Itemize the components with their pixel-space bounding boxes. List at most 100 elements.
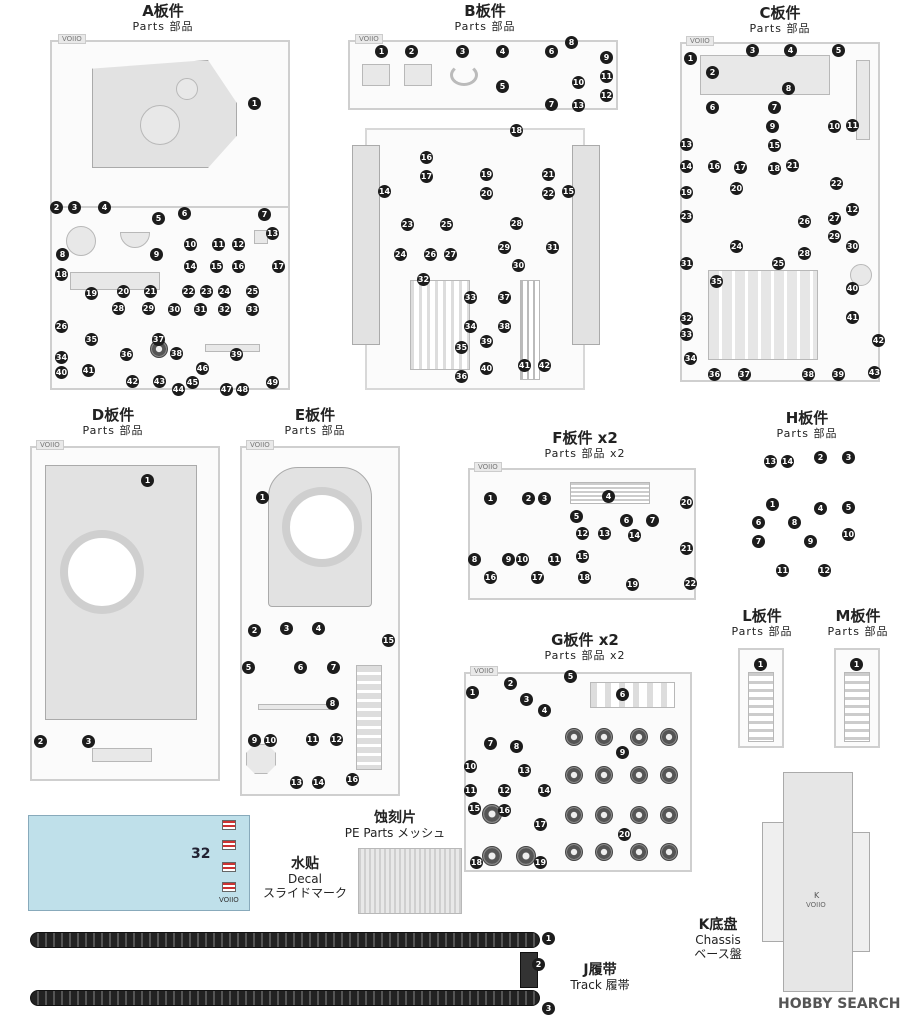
callout-number: 12 [846, 203, 859, 216]
callout-number: 18 [768, 162, 781, 175]
callout-number: 26 [55, 320, 68, 333]
callout-number: 12 [818, 564, 831, 577]
callout-number: 3 [68, 201, 81, 214]
road-wheel [660, 728, 678, 746]
callout-number: 25 [440, 218, 453, 231]
callout-number: 1 [754, 658, 767, 671]
sprue-a-wheel [66, 226, 96, 256]
callout-number: 16 [346, 773, 359, 786]
callout-number: 3 [520, 693, 533, 706]
callout-number: 29 [498, 241, 511, 254]
callout-number: 6 [620, 514, 633, 527]
callout-number: 7 [327, 661, 340, 674]
callout-number: 20 [618, 828, 631, 841]
callout-number: 45 [186, 376, 199, 389]
callout-number: 8 [56, 248, 69, 261]
callout-number: 4 [496, 45, 509, 58]
callout-number: 10 [264, 734, 277, 747]
callout-number: 7 [646, 514, 659, 527]
sprue-g-part-6 [590, 682, 675, 708]
callout-number: 14 [312, 776, 325, 789]
callout-number: 18 [510, 124, 523, 137]
callout-number: 7 [752, 535, 765, 548]
us-flag-icon [222, 882, 236, 892]
sprue-b-frame [348, 40, 618, 110]
callout-number: 19 [626, 578, 639, 591]
callout-number: 8 [565, 36, 578, 49]
callout-number: 41 [518, 359, 531, 372]
callout-number: 23 [200, 285, 213, 298]
callout-number: 21 [786, 159, 799, 172]
callout-number: 33 [246, 303, 259, 316]
sprue-b-part-3 [450, 64, 478, 86]
callout-number: 2 [504, 677, 517, 690]
callout-number: 21 [680, 542, 693, 555]
callout-number: 3 [280, 622, 293, 635]
chassis-base: K VOIIO [783, 772, 853, 992]
sprue-e-part-16 [356, 665, 382, 770]
callout-number: 25 [246, 285, 259, 298]
callout-number: 38 [802, 368, 815, 381]
decal-brand: VOIIO [219, 896, 239, 904]
callout-number: 37 [738, 368, 751, 381]
callout-number: 12 [498, 784, 511, 797]
callout-number: 10 [516, 553, 529, 566]
callout-number: 31 [194, 303, 207, 316]
sprue-f-tag: VOIIO [474, 462, 502, 472]
callout-number: 1 [766, 498, 779, 511]
callout-number: 2 [405, 45, 418, 58]
callout-number: 40 [846, 282, 859, 295]
callout-number: 28 [798, 247, 811, 260]
callout-number: 7 [545, 98, 558, 111]
callout-number: 16 [484, 571, 497, 584]
callout-number: 1 [466, 686, 479, 699]
road-wheel [630, 843, 648, 861]
us-flag-icon [222, 862, 236, 872]
callout-number: 7 [258, 208, 271, 221]
callout-number: 13 [266, 227, 279, 240]
callout-number: 8 [782, 82, 795, 95]
callout-number: 26 [798, 215, 811, 228]
callout-number: 1 [256, 491, 269, 504]
callout-number: 24 [218, 285, 231, 298]
callout-number: 37 [498, 291, 511, 304]
callout-number: 36 [708, 368, 721, 381]
callout-number: 14 [378, 185, 391, 198]
callout-number: 16 [420, 151, 433, 164]
callout-number: 13 [518, 764, 531, 777]
callout-number: 1 [248, 97, 261, 110]
callout-number: 35 [710, 275, 723, 288]
callout-number: 13 [572, 99, 585, 112]
callout-number: 24 [730, 240, 743, 253]
sprue-a-hatch-small [176, 78, 198, 100]
chassis-label: K底盘 Chassis ベース盤 [694, 917, 742, 961]
callout-number: 9 [804, 535, 817, 548]
sprue-b-rods [410, 280, 470, 370]
callout-number: 14 [781, 455, 794, 468]
callout-number: 3 [456, 45, 469, 58]
sprue-g-tag: VOIIO [470, 666, 498, 676]
sprue-a-row-parts [70, 272, 160, 290]
callout-number: 7 [484, 737, 497, 750]
callout-number: 19 [680, 186, 693, 199]
road-wheel [595, 766, 613, 784]
callout-number: 32 [218, 303, 231, 316]
chassis-side [852, 832, 870, 952]
callout-number: 47 [220, 383, 233, 396]
track-lower [30, 990, 540, 1006]
callout-number: 29 [828, 230, 841, 243]
callout-number: 30 [168, 303, 181, 316]
callout-number: 1 [141, 474, 154, 487]
callout-number: 1 [484, 492, 497, 505]
callout-number: 48 [236, 383, 249, 396]
callout-number: 1 [542, 932, 555, 945]
callout-number: 4 [814, 502, 827, 515]
callout-number: 2 [706, 66, 719, 79]
callout-number: 14 [538, 784, 551, 797]
road-wheel [660, 843, 678, 861]
callout-number: 14 [680, 160, 693, 173]
callout-number: 6 [752, 516, 765, 529]
track-label: J履带 Track 履帯 [570, 962, 630, 992]
